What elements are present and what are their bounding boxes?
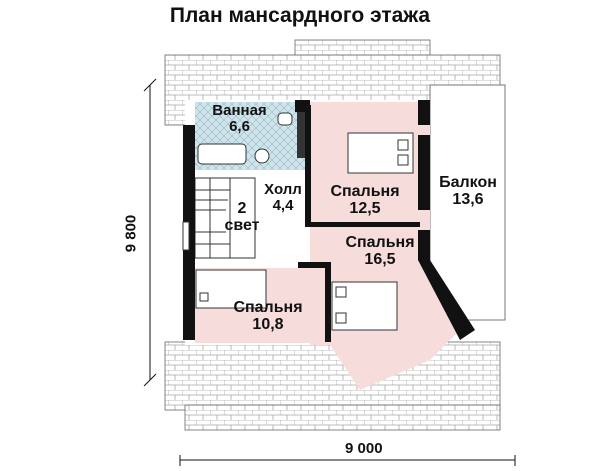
room-name: Спальня [345,234,415,251]
room-area: 16,5 [364,250,396,268]
room-label-hall: Холл 4,4 [258,182,308,214]
room-label-bedroom-10-8: Спальня 10,8 [218,299,318,334]
room-area: 13,6 [452,190,484,208]
toilet [277,112,293,126]
room-area: 6,6 [229,117,250,135]
room-label-bedroom-16-5: Спальня 16,5 [330,234,430,269]
room-area: 10,8 [252,315,284,333]
room-area: 4,4 [272,196,294,214]
dimension-line-vertical [143,78,157,387]
room-area: свет [224,216,260,234]
room-name: Холл [264,181,302,198]
dimension-height: 9 800 [122,214,140,253]
room-name: Балкон [439,174,497,191]
bed-bedroom-12-5 [347,132,414,174]
plan-title: План мансардного этажа [169,4,431,27]
dimension-width: 9 000 [345,440,383,457]
bed-bedroom-16-5 [331,281,398,331]
room-label-stair-void: 2 свет [218,200,266,235]
window-left [182,221,190,251]
sink [254,148,270,164]
room-label-bathroom: Ванная 6,6 [197,103,282,135]
room-area: 12,5 [349,199,381,217]
roof-tiles-bottom [164,341,501,431]
room-name: Ванная [212,102,267,119]
room-name: Спальня [330,183,400,200]
bathtub [197,143,247,165]
room-name: Спальня [233,299,303,316]
dimension-line-horizontal [179,455,516,466]
room-label-bedroom-12-5: Спальня 12,5 [315,183,415,218]
room-label-balcony: Балкон 13,6 [432,174,504,209]
bed-bedroom-10-8 [195,269,267,309]
room-name: 2 [237,200,247,217]
